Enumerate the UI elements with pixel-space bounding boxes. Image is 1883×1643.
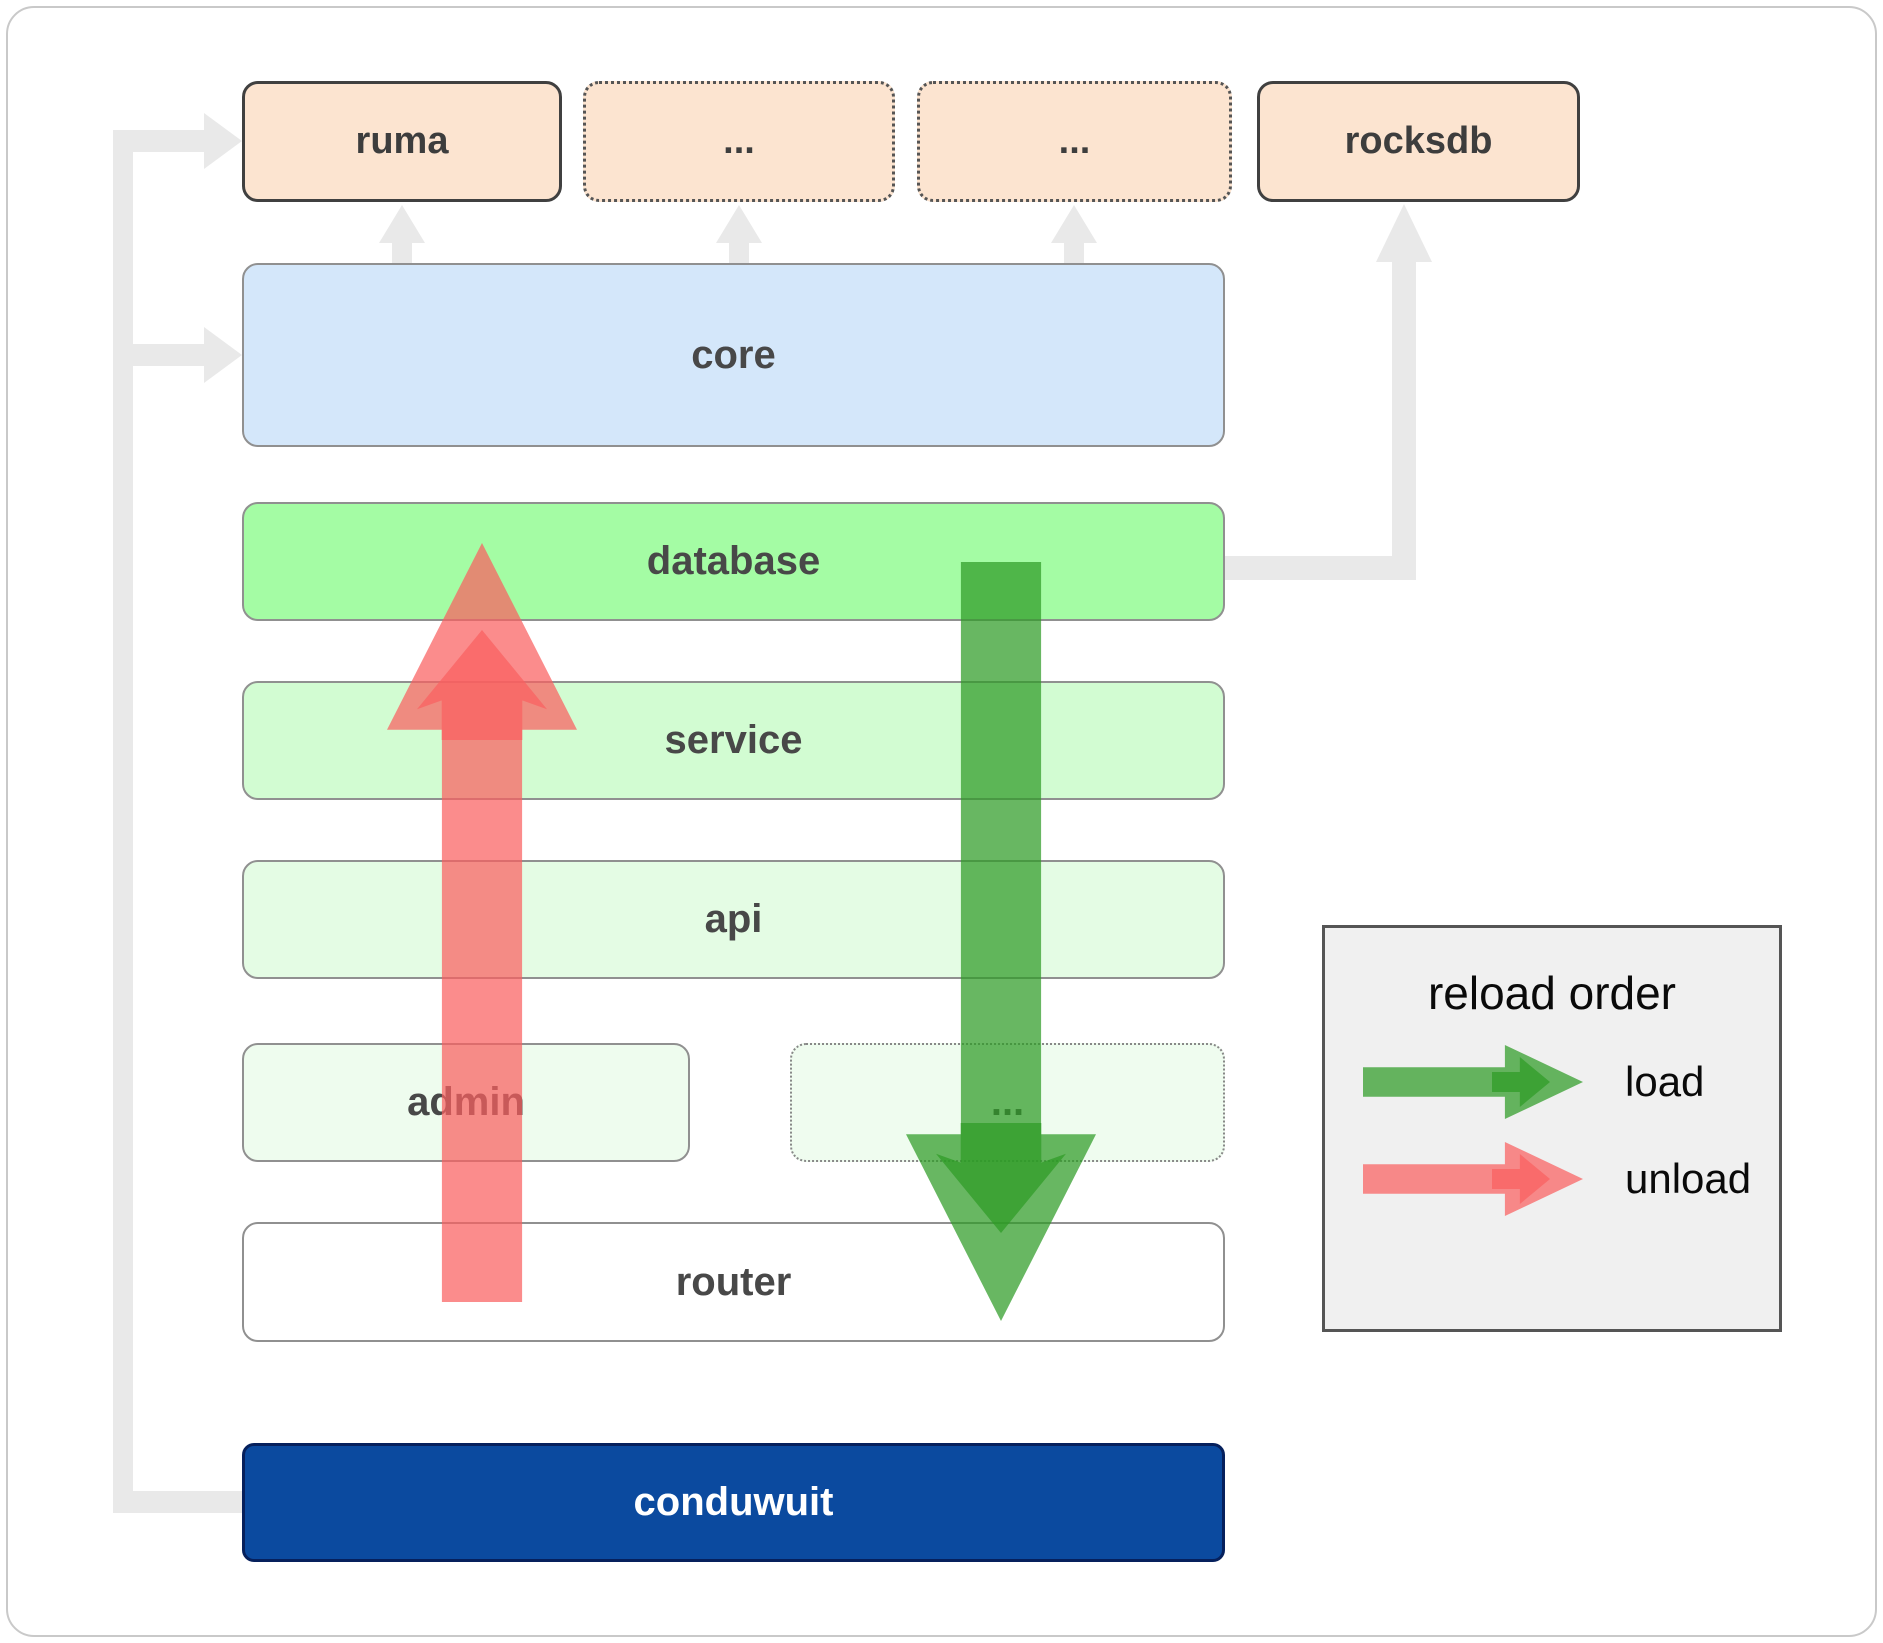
connector-to-core-horizontal (133, 344, 204, 366)
connector-database-to-rocksdb-horizontal (1225, 556, 1416, 580)
node-conduwuit-label: conduwuit (633, 1480, 834, 1524)
node-rocksdb: rocksdb (1257, 81, 1580, 202)
connector-core-to-dots1 (729, 240, 749, 264)
node-ruma: ruma (242, 81, 562, 202)
legend-title: reload order (1427, 967, 1677, 1019)
connector-core-to-dots2 (1064, 240, 1084, 264)
node-rocksdb-label: rocksdb (1344, 120, 1493, 162)
connector-to-ruma-horizontal (113, 130, 204, 152)
diagram-frame (6, 6, 1877, 1637)
node-conduwuit: conduwuit (242, 1443, 1225, 1562)
connector-core-to-ruma (392, 240, 412, 264)
legend-load-label: load (1625, 1058, 1705, 1105)
connector-conduwuit-left-vertical (113, 130, 133, 1513)
node-service-label: service (664, 718, 803, 762)
node-core-label: core (691, 332, 776, 377)
node-ellipsis-2: ... (917, 81, 1232, 202)
node-api: api (242, 860, 1225, 979)
node-ellipsis-2-label: ... (1058, 120, 1091, 162)
legend-unload-label: unload (1625, 1155, 1752, 1202)
node-database: database (242, 502, 1225, 621)
node-api-label: api (704, 897, 763, 941)
node-service: service (242, 681, 1225, 800)
legend: reload order (1322, 925, 1782, 1332)
node-router-label: router (675, 1259, 792, 1304)
connector-from-conduwuit-horizontal (113, 1491, 242, 1513)
node-router: router (242, 1222, 1225, 1342)
node-ellipsis-1-label: ... (723, 120, 755, 162)
connector-database-to-rocksdb-vertical (1392, 258, 1416, 580)
node-database-label: database (646, 539, 821, 583)
node-ruma-label: ruma (355, 120, 449, 162)
node-core: core (242, 263, 1225, 447)
node-ellipsis-1: ... (583, 81, 895, 202)
